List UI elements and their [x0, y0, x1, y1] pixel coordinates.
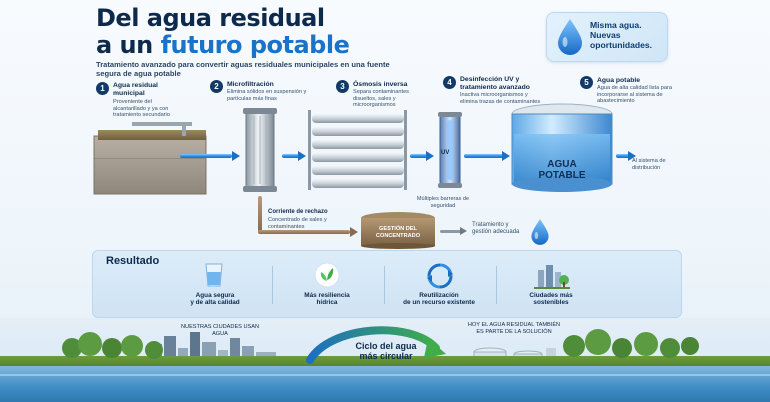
- result-item-2: Más resiliencia hídrica: [272, 292, 382, 307]
- step-1-number: 1: [96, 82, 109, 95]
- step-3-title: Ósmosis inversa: [353, 81, 408, 88]
- barriers-label: Múltiples barreras de seguridad: [416, 196, 470, 209]
- page-title-line1: Del agua residual: [96, 4, 325, 32]
- title-prefix: a un: [96, 31, 161, 59]
- step-1-title: Agua residual municipal: [113, 82, 158, 97]
- step-5-number: 5: [580, 76, 593, 89]
- result-item-3: Reutilización de un recurso existente: [384, 292, 494, 307]
- reject-title: Corriente de rechazo: [268, 209, 328, 215]
- step-4-title: Desinfección UV y tratamiento avanzado: [460, 76, 530, 91]
- step-1-desc: Proveniente del alcantarillado y ya con …: [113, 99, 170, 119]
- result-panel: [92, 250, 682, 318]
- step-4-number: 4: [443, 76, 456, 89]
- slogan-line3: oportunidades.: [590, 39, 653, 50]
- reject-arrow-icon: [350, 227, 358, 237]
- reject-pipe-horizontal: [258, 230, 350, 234]
- plant-leaf-icon: [314, 262, 340, 288]
- concentrate-tank: [361, 212, 435, 249]
- slogan-text: Misma agua. Nuevas oportunidades.: [590, 20, 668, 51]
- circular-cycle-arrow: [306, 326, 446, 364]
- step-3-desc: Separa contaminantes disueltos, sales y …: [353, 89, 409, 109]
- step-3-number: 3: [336, 80, 349, 93]
- wastewater-basin: [93, 122, 207, 195]
- page-subtitle: Tratamiento avanzado para convertir agua…: [96, 60, 390, 79]
- result-item-3-line1: Reutilización: [419, 292, 459, 299]
- result-divider-3: [496, 266, 497, 304]
- result-item-1-line1: Agua segura: [195, 292, 235, 299]
- result-item-4-line1: Ciudades más: [529, 292, 573, 299]
- trees-left: [62, 332, 163, 359]
- uv-label: UV: [441, 150, 450, 156]
- cities-label: NUESTRAS CIUDADES USAN AGUA: [180, 324, 259, 337]
- treatment-label: Tratamiento y gestión adecuada: [472, 222, 520, 236]
- result-item-2-line1: Más resiliencia: [304, 292, 350, 299]
- result-item-3-line2: de un recurso existente: [403, 299, 475, 307]
- concentrate-label: GESTIÓN DEL CONCENTRADO: [375, 226, 421, 239]
- result-item-2-line2: hídrica: [316, 299, 338, 307]
- cycle-line2: más circular: [359, 350, 413, 361]
- step-2-desc: Elimina sólidos en suspensión y partícul…: [227, 89, 307, 102]
- step-4-desc: Inactiva microorganismos y elimina traza…: [460, 92, 541, 105]
- pipe-1-2: [180, 154, 232, 158]
- treatment-pipe: [440, 230, 462, 233]
- step-5-desc: Agua de alta calidad lista para incorpor…: [597, 85, 672, 105]
- result-item-1: Agua segura y de alta calidad: [160, 292, 270, 307]
- pipe-4-5: [464, 154, 504, 158]
- tank-label-line1: AGUA: [547, 159, 577, 170]
- arrow-distribution-icon: [628, 151, 636, 161]
- result-item-1-line2: y de alta calidad: [190, 299, 240, 307]
- sustainable-city-icon: [534, 265, 570, 289]
- cycle-line1: Ciclo del agua: [355, 341, 417, 351]
- reject-desc: Concentrado de sales y contaminantes: [268, 217, 327, 230]
- page-title-line2: a un futuro potable: [96, 31, 350, 59]
- potable-water-tank: [511, 103, 613, 192]
- slogan-line1: Misma agua.: [590, 20, 642, 30]
- arrow-4-5-icon: [502, 151, 510, 161]
- step-2-number: 2: [210, 80, 223, 93]
- solution-label: HOY EL AGUA RESIDUAL TAMBIÉN ES PARTE DE…: [467, 322, 561, 335]
- tank-label-line2: POTABLE: [538, 169, 586, 181]
- reverse-osmosis-rack: [308, 110, 407, 190]
- title-accent: futuro potable: [160, 31, 350, 59]
- slogan-line2: Nuevas: [590, 29, 621, 40]
- step-2-title: Microfiltración: [227, 81, 274, 88]
- water-drop-icon: [558, 19, 582, 55]
- distribution-label: Al sistema de distribución: [632, 158, 666, 171]
- water-drop-small-icon: [531, 219, 549, 245]
- arrow-2-3-icon: [298, 151, 306, 161]
- cycle-text: Ciclo del agua más circular: [346, 341, 426, 362]
- arrow-1-2-icon: [232, 151, 240, 161]
- pipe-3-4: [410, 154, 428, 158]
- step-5-title: Agua potable: [597, 77, 641, 84]
- result-item-4: Ciudades más sostenibles: [496, 292, 606, 307]
- arrow-3-4-icon: [426, 151, 434, 161]
- result-divider-1: [272, 266, 273, 304]
- landscape-river: [0, 366, 770, 402]
- microfiltration-unit: [243, 108, 277, 192]
- result-divider-2: [384, 266, 385, 304]
- uv-reactor: [438, 112, 462, 188]
- water-glass-icon: [205, 263, 223, 287]
- river-reflection: [0, 374, 770, 376]
- trees-right: [563, 329, 699, 358]
- result-title: Resultado: [106, 255, 160, 267]
- recycle-arrows-icon: [427, 263, 453, 289]
- pipe-to-distribution: [616, 154, 630, 158]
- pipe-2-3: [282, 154, 300, 158]
- reject-pipe-vertical: [258, 196, 262, 232]
- result-item-4-line2: sostenibles: [533, 299, 569, 307]
- treatment-arrow-icon: [460, 227, 467, 235]
- tank-label: AGUA POTABLE: [530, 159, 594, 181]
